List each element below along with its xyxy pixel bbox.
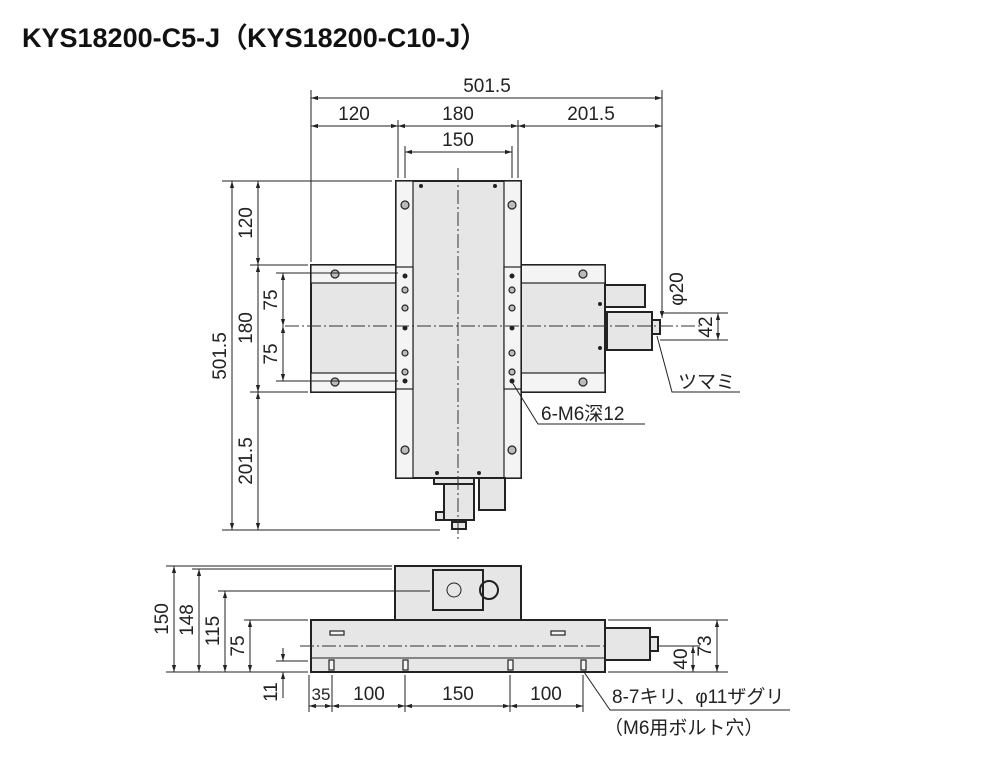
mount-holes-label: 8-7キリ、φ11ザグリ bbox=[612, 686, 784, 708]
side-view: 150 148 115 75 11 73 40 35 100 bbox=[152, 565, 790, 739]
dim-total-height: 501.5 bbox=[210, 332, 231, 380]
dim-bottom-height: 201.5 bbox=[236, 437, 257, 485]
dim-total-width: 501.5 bbox=[463, 76, 511, 97]
page-title: KYS18200-C5-J（KYS18200-C10-J） bbox=[22, 23, 487, 53]
dim-motor-axis: 40 bbox=[671, 648, 692, 669]
dim-base-height: 75 bbox=[228, 635, 249, 656]
tapped-holes-label: 6-M6深12 bbox=[541, 403, 624, 425]
pitch-3: 150 bbox=[442, 684, 474, 705]
dim-middle-height: 180 bbox=[236, 312, 257, 344]
hole-pitch-dimensions: 35 100 150 100 bbox=[308, 675, 584, 712]
dim-counterbore: 11 bbox=[261, 682, 282, 702]
mount-holes bbox=[328, 659, 587, 671]
dim-upper-half: 75 bbox=[261, 289, 282, 310]
side-height-dimensions: 150 148 115 75 11 bbox=[152, 565, 430, 702]
dim-knob-diameter: φ20 bbox=[667, 272, 688, 305]
side-base bbox=[300, 619, 660, 673]
top-view: 501.5 120 180 201.5 150 501.5 120 180 20… bbox=[210, 76, 740, 540]
knob-dimensions: φ20 42 bbox=[659, 272, 728, 341]
pitch-4: 100 bbox=[530, 684, 562, 705]
knob-label: ツマミ bbox=[678, 372, 735, 393]
dim-top-height: 120 bbox=[236, 207, 257, 239]
dim-upper-axis: 115 bbox=[203, 616, 224, 646]
dim-middle-width: 180 bbox=[442, 104, 474, 125]
pitch-2: 100 bbox=[353, 684, 385, 705]
dim-motor-height: 73 bbox=[695, 635, 716, 656]
tapped-holes bbox=[402, 273, 515, 384]
side-motor bbox=[604, 627, 659, 661]
dim-table-width: 150 bbox=[442, 130, 474, 151]
top-height-dimensions: 501.5 120 180 201.5 75 75 bbox=[210, 180, 440, 531]
dim-knob-offset: 42 bbox=[696, 316, 717, 337]
dim-top-surface: 148 bbox=[177, 604, 198, 636]
knob-leader bbox=[656, 335, 740, 393]
tapped-holes-leader bbox=[511, 381, 645, 425]
mount-holes-leader bbox=[583, 671, 790, 711]
x-axis-motor bbox=[604, 284, 661, 351]
dim-right-width: 201.5 bbox=[567, 104, 615, 125]
side-motor-dimensions: 73 40 bbox=[608, 619, 728, 673]
dim-lower-half: 75 bbox=[261, 343, 282, 364]
top-width-dimensions: 501.5 120 180 201.5 150 bbox=[310, 76, 663, 318]
mount-holes-note: （M6用ボルト穴） bbox=[604, 717, 763, 739]
dim-left-width: 120 bbox=[338, 104, 370, 125]
y-axis-motor bbox=[433, 477, 506, 530]
dim-total-height-side: 150 bbox=[152, 603, 173, 635]
pitch-1: 35 bbox=[312, 685, 331, 704]
